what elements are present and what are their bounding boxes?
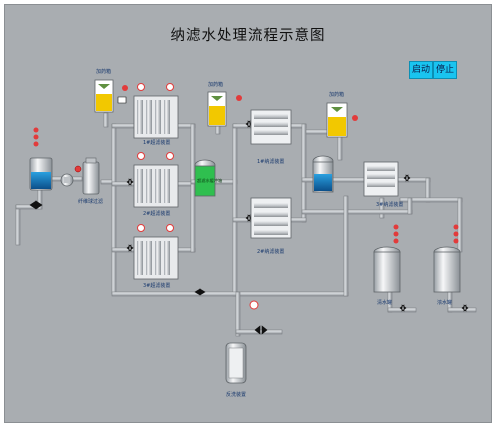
concentrate-tank-label: 浓水罐 [437,299,452,306]
dosing-box-3-label: 加药箱 [329,91,344,98]
ultrafilter-2: 2#超滤装置 [133,152,179,217]
nf-unit-2: 2#纳滤装置 [250,197,292,255]
clear-tank-valve [399,304,407,312]
nf-unit-2-label: 2#纳滤装置 [257,248,284,255]
nf-unit-3-label: 3#纳滤装置 [376,201,403,208]
uf3-inlet-valve [126,244,134,252]
inlet-valve [29,200,43,210]
dosing-box-3: 加药箱 [326,91,358,138]
stop-button[interactable]: 停止 [433,61,457,79]
buffer-tank: 超滤水缓冲箱 [194,159,222,197]
uf2-inlet-valve [126,178,134,186]
concentrate-tank: 浓水罐 [433,224,461,306]
ultrafilter-1-label: 1#超滤装置 [143,139,170,146]
nf-feed-tank [312,155,334,193]
buffer-tank-label: 超滤水缓冲箱 [197,177,222,184]
start-button[interactable]: 启动 [409,61,433,79]
page-title: 纳滤水处理流程示意图 [170,28,326,44]
dosing-box-1-label: 加药箱 [96,68,111,75]
pipe-network [15,112,477,337]
ultrafilter-1: 1#超滤装置 [133,83,179,146]
nf3-outlet-valve [403,174,411,182]
nf-unit-1-label: 1#纳滤装置 [257,158,284,165]
ultrafilter-2-label: 2#超滤装置 [143,210,170,217]
nf-unit-3: 3#纳滤装置 [363,161,403,208]
ultrafilter-3: 3#超滤装置 [133,224,179,289]
dosing-box-2-label: 加药箱 [208,81,223,88]
backwash-unit-label: 反洗装置 [226,391,246,398]
clear-water-tank-label: 清水罐 [377,299,392,306]
clear-water-tank: 清水罐 [373,224,401,306]
backwash-valve [254,325,268,335]
precision-filter: 纤维球过滤 [78,157,103,205]
dosing-box-1: 加药箱 [94,68,128,113]
valve-group[interactable] [29,120,469,335]
feed-pump [60,165,82,187]
return-valve [194,288,206,296]
concentrate-tank-valve [461,304,469,312]
dosing-box-2: 加药箱 [207,81,242,127]
ultrafilter-3-label: 3#超滤装置 [143,282,170,289]
nf-unit-1: 1#纳滤装置 [250,109,292,165]
raw-water-tank [29,127,53,191]
precision-filter-label: 纤维球过滤 [78,198,103,205]
backwash-unit: 反洗装置 [225,300,259,398]
